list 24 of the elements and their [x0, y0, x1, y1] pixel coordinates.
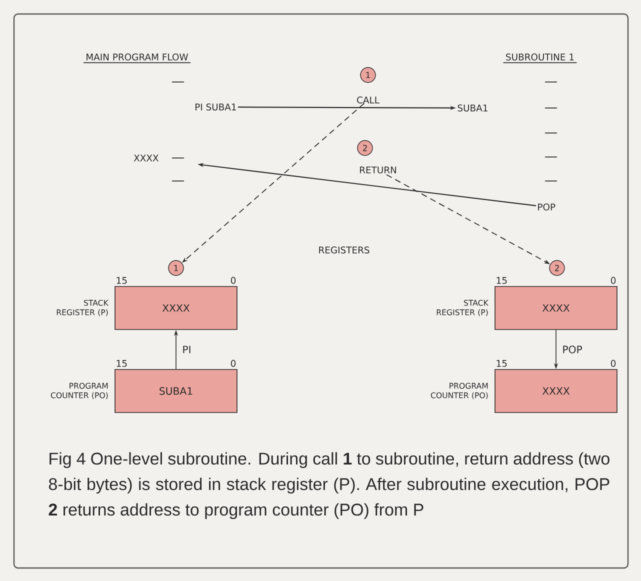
bit-number: 0: [610, 360, 616, 367]
flow-label: SUBA1: [458, 104, 488, 112]
bit-number: 0: [610, 276, 616, 284]
flow-label: RETURN: [360, 166, 396, 174]
register-box: SUBA1: [114, 369, 238, 413]
bit-number: 0: [230, 276, 236, 284]
register-box: XXXX: [494, 369, 618, 413]
register-box: XXXX: [494, 286, 618, 330]
flow-label: CALL: [357, 96, 380, 104]
flow-label: POP: [538, 204, 556, 210]
bit-number: 0: [230, 360, 236, 367]
bit-number: 15: [496, 360, 507, 367]
edge-label: PI: [183, 346, 190, 354]
flow-label: PI SUBA1: [196, 104, 236, 110]
flow-label: XXXX: [134, 154, 159, 162]
heading: MAIN PROGRAM FLOW: [83, 54, 191, 64]
bit-number: 15: [116, 360, 127, 367]
heading: SUBROUTINE 1: [502, 54, 578, 64]
register-box: XXXX: [114, 286, 238, 330]
bit-number: 15: [496, 277, 507, 284]
edge-label: POP: [563, 346, 582, 354]
caption: Fig 4 One-level subroutine. During call 1 to subroutine, return address (two 8-bit bytes) is stored in stack register (P). After subroutine execution, POP 2 returns address to program counter (PO) from P: [48, 452, 610, 520]
heading: REGISTERS: [319, 246, 370, 254]
bit-number: 15: [116, 277, 127, 284]
